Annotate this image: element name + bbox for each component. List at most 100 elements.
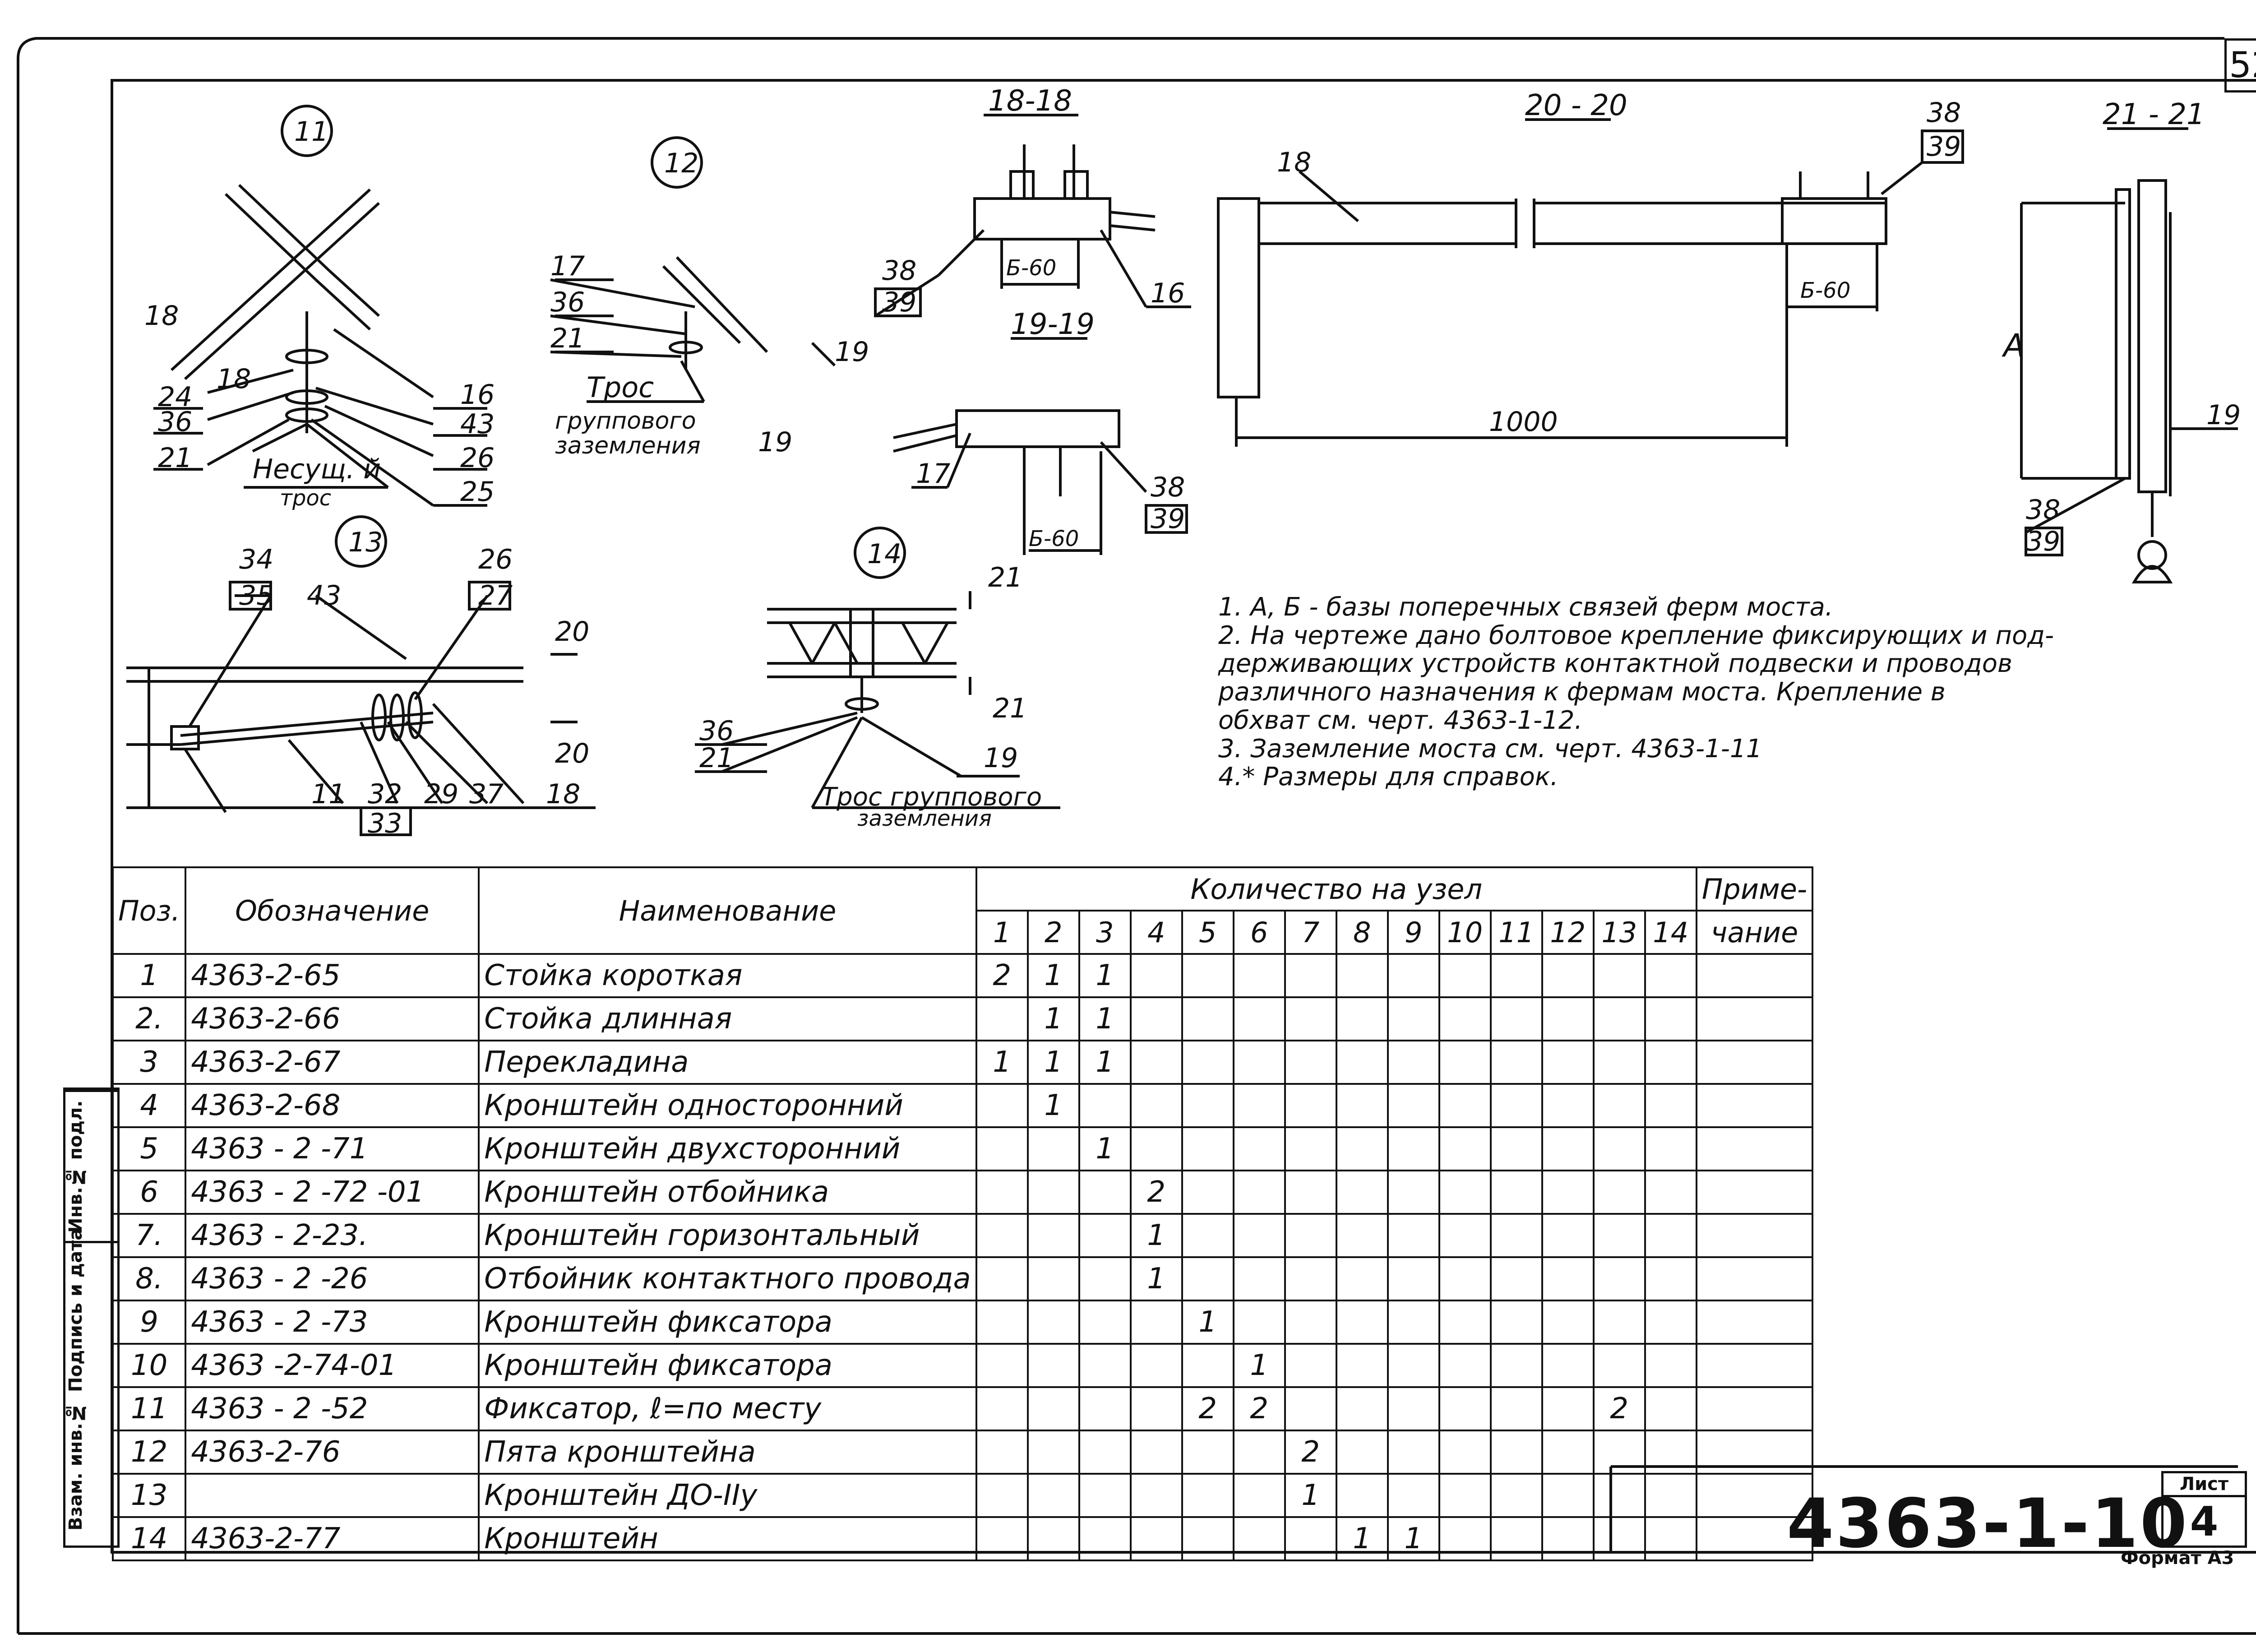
cell-qty [1644, 1256, 1697, 1301]
cell-qty [975, 1473, 1029, 1518]
cell-note [1695, 1473, 1814, 1518]
header-node: 10 [1438, 910, 1492, 955]
header-node: 7 [1284, 910, 1337, 955]
cell-pos: 4 [111, 1083, 187, 1128]
cell-qty [1078, 1430, 1132, 1475]
cell-name: Перекладина [478, 1040, 977, 1085]
label-load-cable: Несущ. й [253, 453, 381, 485]
cell-name: Кронштейн фиксатора [478, 1300, 977, 1345]
cell-qty [975, 1170, 1029, 1215]
cell-qty [1592, 1170, 1646, 1215]
header-node: 13 [1592, 910, 1646, 955]
cell-qty [1387, 1430, 1440, 1475]
header-node: 8 [1335, 910, 1389, 955]
note-line: различного назначения к фермам моста. Кр… [1218, 677, 1946, 707]
cell-qty: 1 [1026, 996, 1080, 1041]
cell-pos: 14 [111, 1516, 187, 1561]
header-qty: Количество на узел [975, 866, 1697, 912]
cell-qty [975, 1516, 1029, 1561]
detail-12 [550, 136, 836, 403]
cell-qty [1644, 1213, 1697, 1258]
cell-qty [1284, 1170, 1337, 1215]
cell-qty [1387, 953, 1440, 998]
cell-qty: 2 [1592, 1386, 1646, 1431]
cell-qty [1644, 1430, 1697, 1475]
cell-qty: 1 [1387, 1516, 1440, 1561]
dim-b60: Б-60 [1006, 255, 1056, 281]
cell-qty [975, 1256, 1029, 1301]
cell-qty [1489, 996, 1543, 1041]
cell-qty [1541, 996, 1595, 1041]
cell-code: 4363-2-68 [185, 1083, 480, 1128]
cell-qty [1129, 1473, 1183, 1518]
cell-qty [1644, 1040, 1697, 1085]
cell-qty [1438, 1040, 1492, 1085]
label-17: 17 [916, 458, 950, 490]
label-24: 24 [158, 381, 192, 413]
cell-qty [1284, 1213, 1337, 1258]
cell-qty [1541, 1083, 1595, 1128]
cell-qty [1387, 1256, 1440, 1301]
label-36: 36 [550, 287, 585, 318]
cell-qty [1438, 953, 1492, 998]
cell-note [1695, 1040, 1814, 1085]
cell-qty [1232, 1430, 1286, 1475]
cell-qty [1644, 996, 1697, 1041]
cell-note [1695, 1126, 1814, 1171]
sheet-value: 4 [2190, 1498, 2219, 1546]
label-27: 27 [478, 580, 513, 611]
cell-qty [1335, 996, 1389, 1041]
cell-qty [1438, 1516, 1492, 1561]
cell-qty [975, 1343, 1029, 1388]
cell-qty [1387, 1386, 1440, 1431]
cell-qty [1438, 1256, 1492, 1301]
cell-pos: 1 [111, 953, 187, 998]
label-36: 36 [158, 406, 192, 438]
cell-qty [1335, 1040, 1389, 1085]
cell-qty [1129, 1343, 1183, 1388]
label-39: 39 [1151, 503, 1185, 535]
cell-qty [1026, 1516, 1080, 1561]
cell-pos: 2. [111, 996, 187, 1041]
header-node: 1 [975, 910, 1029, 955]
label-26: 26 [478, 544, 513, 575]
cell-code: 4363 - 2 -52 [185, 1386, 480, 1431]
cell-qty [1284, 1083, 1337, 1128]
cell-code: 4363-2-66 [185, 996, 480, 1041]
cell-qty [1026, 1343, 1080, 1388]
cell-qty: 1 [1335, 1516, 1389, 1561]
label-25: 25 [460, 476, 495, 508]
cell-qty [1078, 1213, 1132, 1258]
cell-qty [1078, 1473, 1132, 1518]
cell-qty [1541, 1126, 1595, 1171]
cell-qty [1335, 1083, 1389, 1128]
cell-qty: 1 [1284, 1473, 1337, 1518]
cell-qty [1489, 1473, 1543, 1518]
cell-qty [975, 996, 1029, 1041]
note-line: 4.* Размеры для справок. [1218, 762, 1558, 792]
cell-qty [975, 1083, 1029, 1128]
cell-name: Стойка короткая [478, 953, 977, 998]
cell-qty [1232, 1170, 1286, 1215]
label-16: 16 [1151, 278, 1185, 309]
cell-qty [1026, 1386, 1080, 1431]
section-title-19: 19-19 [1011, 308, 1095, 341]
cell-note [1695, 1430, 1814, 1475]
section-19 [893, 337, 1188, 555]
cell-code: 4363 - 2 -72 -01 [185, 1170, 480, 1215]
label-39: 39 [2026, 526, 2060, 557]
cell-qty [1181, 953, 1234, 998]
cell-qty [1078, 1300, 1132, 1345]
label-37: 37 [469, 778, 504, 810]
cell-code: 4363 - 2 -71 [185, 1126, 480, 1171]
sheet-number: 52 [2224, 38, 2256, 93]
cell-qty: 2 [1284, 1430, 1337, 1475]
cell-qty [1387, 1213, 1440, 1258]
cell-qty [1489, 1170, 1543, 1215]
callout-11: 11 [294, 116, 328, 148]
cell-qty [1335, 1430, 1389, 1475]
